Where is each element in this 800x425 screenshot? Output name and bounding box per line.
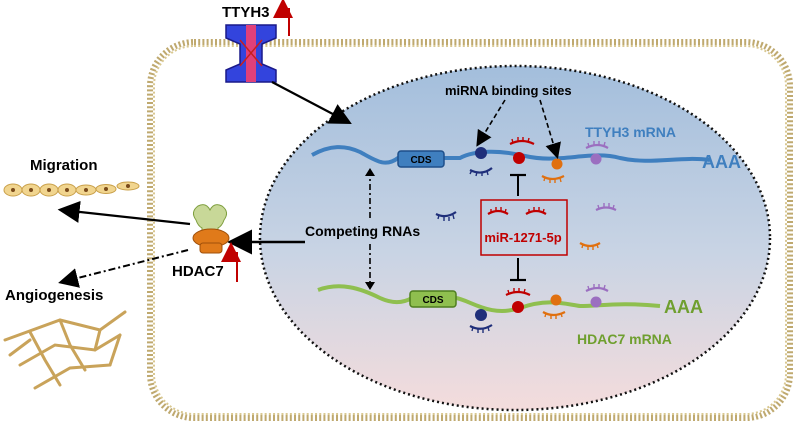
cds-label-bottom: CDS: [422, 295, 443, 306]
polya-label-bottom: AAA: [664, 297, 703, 317]
binding-site-navy-bottom: [475, 309, 487, 321]
free-mirna-navy-icon: [435, 211, 457, 218]
binding-site-red-bottom: [512, 301, 524, 313]
arrow-ttyh3-to-nucleus: [271, 81, 352, 125]
ttyh3-mrna-label: TTYH3 mRNA: [585, 124, 676, 140]
mirna-binding-sites-label: miRNA binding sites: [445, 83, 572, 98]
binding-site-orange-bottom: [550, 294, 562, 306]
mirna-purple-icon: [585, 143, 609, 149]
cds-box-bottom: [409, 290, 457, 308]
binding-site-navy: [475, 147, 487, 159]
migrating-cells-icon: [3, 181, 140, 197]
polya-label-top: AAA: [702, 152, 741, 172]
vessel-network-icon: [3, 310, 127, 390]
competing-rnas-label: Competing RNAs: [305, 223, 420, 239]
ttyh3-mrna-strand: [311, 145, 711, 165]
mirna-orange-icon: [541, 175, 565, 181]
free-mirna-purple-icon: [595, 206, 617, 211]
mirna-box: [480, 199, 568, 256]
angiogenesis-label: Angiogenesis: [5, 287, 103, 304]
free-mirna-orange-icon: [579, 242, 601, 248]
hdac7-mrna-label: HDAC7 mRNA: [577, 331, 672, 347]
mirna-name-label: miR-1271-5p: [484, 230, 561, 245]
binding-site-purple: [590, 153, 602, 165]
hdac7-mrna-strand: [317, 284, 661, 313]
ttyh3-protein-label: TTYH3: [222, 4, 270, 21]
nucleus: [258, 64, 772, 412]
mirna-red-icon: [509, 139, 535, 145]
cds-box-top: [397, 150, 445, 168]
arrow-to-angiogenesis: [58, 249, 189, 288]
binding-site-purple-bottom: [590, 296, 602, 308]
ttyh3-channel-icon: [225, 24, 277, 83]
hdac7-protein-icon: [192, 204, 230, 254]
cell-membrane: [147, 39, 793, 421]
hdac7-protein-label: HDAC7: [172, 263, 224, 280]
migration-label: Migration: [30, 157, 98, 174]
cds-label-top: CDS: [410, 155, 431, 166]
binding-site-red: [513, 152, 525, 164]
binding-site-orange: [551, 158, 563, 170]
arrow-to-migration: [57, 200, 191, 226]
